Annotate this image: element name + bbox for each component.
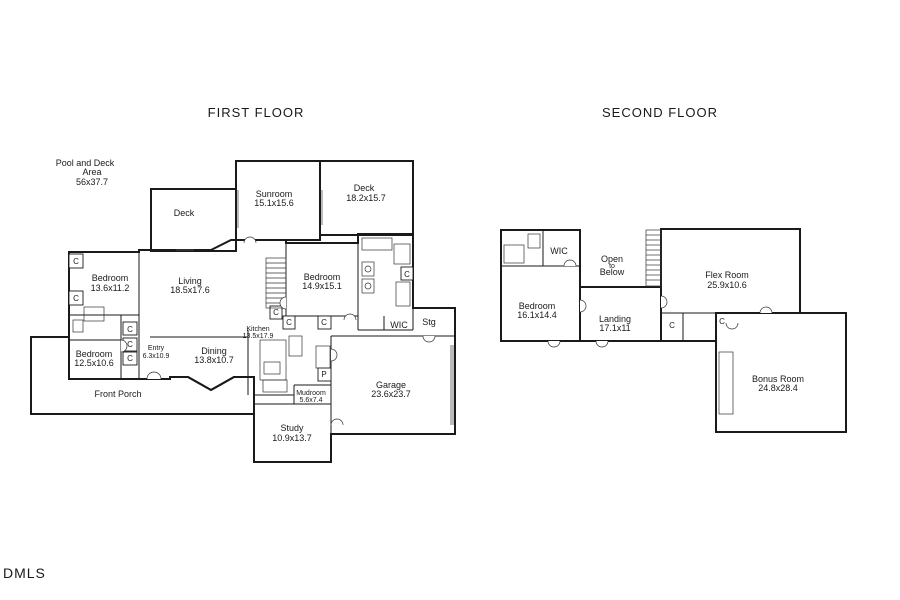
bedroom-nw-dims: 13.6x11.2: [91, 283, 130, 293]
pantry-tag: P: [321, 370, 326, 379]
closet-tag: C: [719, 317, 725, 326]
bedroom-2-dims: 16.1x14.4: [517, 310, 557, 320]
closet-tag: C: [127, 354, 133, 363]
pool-label: Pool and Deck: [56, 158, 115, 168]
sunroom-dims: 15.1x15.6: [254, 198, 294, 208]
first-floor-plan: Pool and Deck Area 56x37.7 Deck Sunroom …: [30, 158, 456, 463]
wic-2-label: WIC: [550, 246, 568, 256]
study-label: Study: [280, 423, 304, 433]
landing-label: Landing: [599, 314, 631, 324]
open-to-below-3: Below: [600, 267, 625, 277]
bedroom-sw-label: Bedroom: [76, 349, 113, 359]
bonus-room-outline: [715, 312, 847, 433]
deck-right-dims: 18.2x15.7: [346, 193, 386, 203]
closet-tag: C: [127, 325, 133, 334]
closet-tag: C: [273, 308, 279, 317]
second-bedroom-outline: [500, 229, 581, 342]
bedroom-primary-dims: 14.9x15.1: [302, 281, 342, 291]
closet-tag: C: [286, 318, 292, 327]
deck-left-outline: [150, 188, 237, 252]
study-dims: 10.9x13.7: [272, 433, 312, 443]
bedroom-2-label: Bedroom: [519, 301, 556, 311]
deck-right-outline: [319, 160, 414, 236]
entry-label: Entry: [148, 345, 165, 352]
entry-dims: 6.3x10.9: [143, 353, 170, 360]
deck-left-label: Deck: [174, 208, 195, 218]
closet-tag: C: [73, 294, 79, 303]
dining-label: Dining: [201, 346, 227, 356]
second-floor-title: SECOND FLOOR: [602, 105, 718, 120]
bedroom-primary-label: Bedroom: [304, 272, 341, 282]
flex-room-dims: 25.9x10.6: [707, 280, 747, 290]
mudroom-label: Mudroom: [296, 390, 326, 397]
pool-sublabel: Area: [82, 167, 101, 177]
second-floor-plan: WIC Open to Below Bedroom 16.1x14.4 Land…: [500, 228, 847, 433]
closet-tag: C: [321, 318, 327, 327]
flex-room-label: Flex Room: [705, 270, 749, 280]
stg-label: Stg: [422, 317, 436, 327]
open-to-below-1: Open: [601, 254, 623, 264]
closet-tag: C: [127, 340, 133, 349]
bedroom-sw-dims: 12.5x10.6: [74, 358, 114, 368]
closet-tag: C: [669, 321, 675, 330]
fixtures-first-floor: [72, 190, 454, 425]
bonus-room-dims: 24.8x28.4: [758, 383, 798, 393]
bedroom-nw-label: Bedroom: [92, 273, 129, 283]
sunroom-label: Sunroom: [256, 189, 293, 199]
front-porch-label: Front Porch: [94, 389, 141, 399]
dmls-watermark: DMLS: [3, 565, 46, 581]
closet-tag: C: [73, 257, 79, 266]
mudroom-dims: 5.6x7.4: [300, 397, 323, 404]
first-floor-title: FIRST FLOOR: [208, 105, 305, 120]
closet-tag: C: [404, 270, 410, 279]
living-dims: 18.5x17.6: [170, 285, 210, 295]
pool-dims: 56x37.7: [76, 177, 108, 187]
landing-dims: 17.1x11: [599, 323, 630, 333]
living-label: Living: [178, 276, 202, 286]
garage-dims: 23.6x23.7: [371, 389, 411, 399]
bonus-room-label: Bonus Room: [752, 374, 804, 384]
kitchen-label: Kitchen: [246, 326, 269, 333]
kitchen-dims: 13.5x17.9: [243, 333, 274, 340]
open-to-below-2: to: [609, 263, 615, 270]
wic-label: WIC: [390, 320, 408, 330]
garage-label: Garage: [376, 380, 406, 390]
deck-right-label: Deck: [354, 183, 375, 193]
dining-dims: 13.8x10.7: [194, 355, 234, 365]
